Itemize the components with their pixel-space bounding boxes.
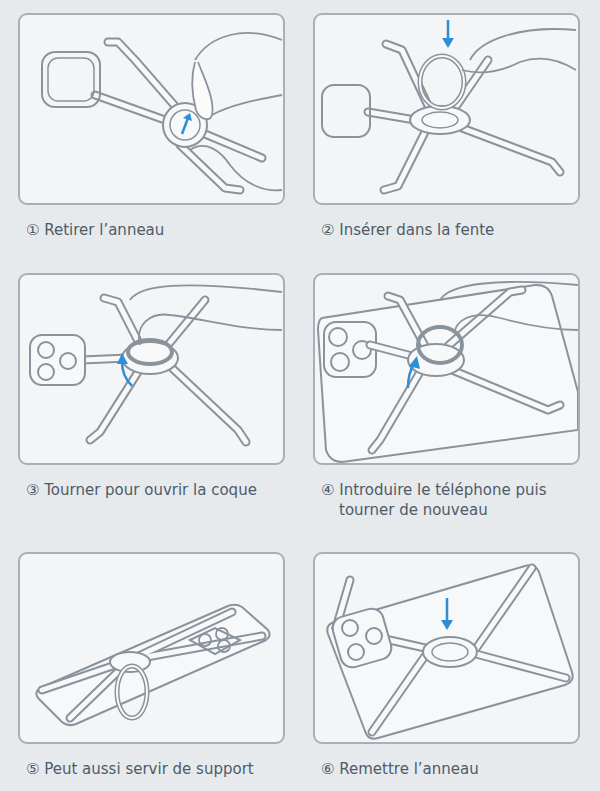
step-caption: ③ Tourner pour ouvrir la coque	[18, 480, 285, 500]
step-caption: ④ Introduire le téléphone puis tourner d…	[313, 480, 580, 520]
panel-frame	[313, 13, 580, 205]
panel-frame	[18, 13, 285, 205]
step-caption: ⑤ Peut aussi servir de support	[18, 759, 285, 779]
step-panel: ② Insérer dans la fente	[313, 13, 580, 240]
step-caption: ② Insérer dans la fente	[313, 220, 580, 240]
step-caption: ⑥ Remettre l’anneau	[313, 759, 580, 779]
panel-frame	[313, 552, 580, 744]
step-panel: ⑥ Remettre l’anneau	[313, 552, 580, 779]
panel-frame	[18, 273, 285, 465]
panel-frame	[18, 552, 285, 744]
step-panel: ⑤ Peut aussi servir de support	[18, 552, 285, 779]
step-panel: ③ Tourner pour ouvrir la coque	[18, 273, 285, 500]
step-caption: ① Retirer l’anneau	[18, 220, 285, 240]
step-panel: ④ Introduire le téléphone puis tourner d…	[313, 273, 580, 520]
step-panel: ① Retirer l’anneau	[18, 13, 285, 240]
panel-frame	[313, 273, 580, 465]
